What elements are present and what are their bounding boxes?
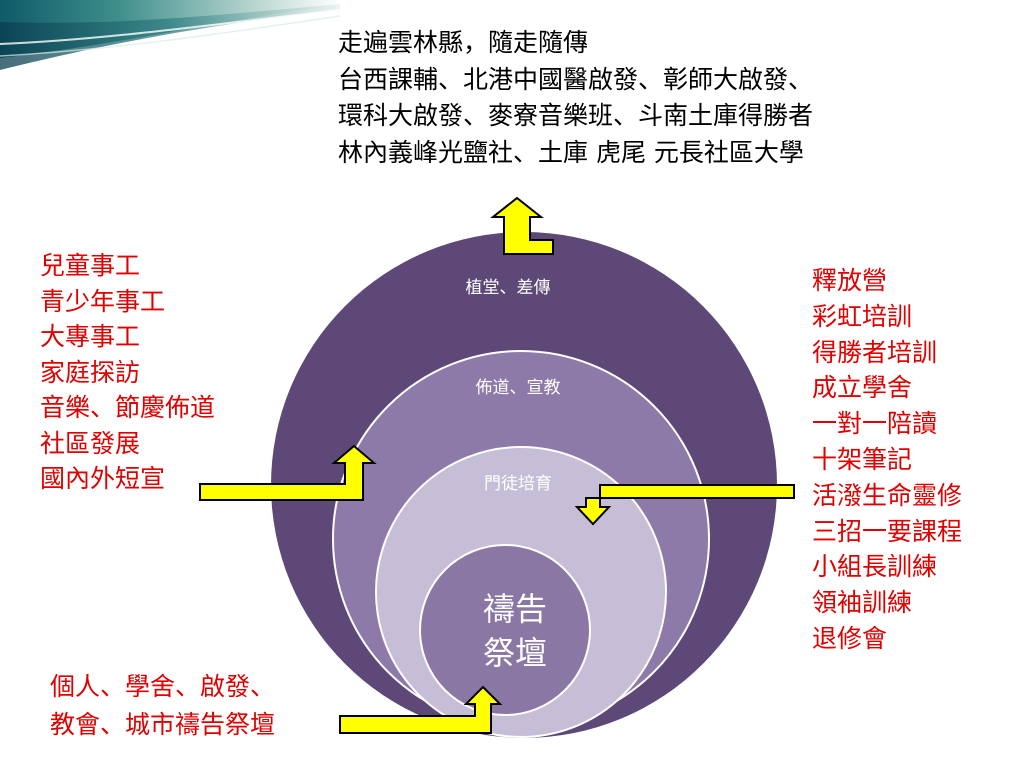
top-text-block: 走遍雲林縣，隨走隨傳 台西課輔、北港中國醫啟發、彰師大啟發、 環科大啟發、麥寮音… — [338, 30, 813, 176]
right-text-line: 一對一陪讀 — [812, 409, 938, 439]
arrow-from-bottom-text — [339, 685, 503, 734]
right-text-line: 活潑生命靈修 — [812, 480, 963, 510]
center-label-line-2: 祭壇 — [483, 634, 547, 672]
right-text-line: 十架筆記 — [812, 444, 913, 474]
center-label-line-1: 禱告 — [483, 590, 547, 628]
top-text-line: 林內義峰光鹽社、土庫 虎尾 元長社區大學 — [338, 137, 804, 167]
left-text-line: 兒童事工 — [40, 251, 141, 280]
right-text-block: 釋放營 彩虹培訓 得勝者培訓 成立學舍 一對一陪讀 十架筆記 活潑生命靈修 三招… — [812, 268, 962, 662]
bottom-text-block: 個人、學舍、啟發、 教會、城市禱告祭壇 — [50, 674, 275, 750]
arrow-from-right-text — [574, 484, 795, 526]
left-text-line: 音樂、節慶佈道 — [40, 393, 216, 422]
left-text-block: 兒童事工 青少年事工 大專事工 家庭探訪 音樂、節慶佈道 社區發展 國內外短宣 — [40, 253, 215, 502]
right-text-line: 得勝者培訓 — [812, 337, 938, 367]
bottom-text-line: 教會、城市禱告祭壇 — [50, 710, 276, 739]
top-text-line: 台西課輔、北港中國醫啟發、彰師大啟發、 — [338, 64, 814, 94]
top-text-line: 走遍雲林縣，隨走隨傳 — [338, 28, 589, 57]
right-text-line: 三招一要課程 — [812, 516, 963, 546]
header-wave-decoration — [0, 0, 341, 70]
right-text-line: 彩虹培訓 — [812, 301, 913, 331]
left-text-line: 家庭探訪 — [40, 357, 141, 387]
bottom-text-line: 個人、學舍、啟發、 — [50, 672, 276, 701]
right-text-line: 小組長訓練 — [812, 552, 938, 582]
left-text-line: 社區發展 — [40, 428, 141, 458]
ring-label-evangelism: 佈道、宣教 — [476, 378, 561, 398]
left-text-line: 大專事工 — [40, 322, 141, 351]
right-text-line: 退修會 — [812, 623, 888, 653]
top-text-line: 環科大啟發、麥寮音樂班、斗南土庫得勝者 — [338, 101, 814, 130]
left-text-line: 國內外短宣 — [40, 464, 166, 493]
right-text-line: 釋放營 — [812, 266, 888, 295]
ring-label-church-planting: 植堂、差傳 — [466, 278, 551, 298]
arrow-up-to-top-text — [490, 196, 554, 255]
center-circle — [419, 544, 591, 716]
arrow-from-left-text — [199, 444, 377, 501]
right-text-line: 成立學舍 — [812, 373, 913, 403]
right-text-line: 領袖訓練 — [812, 588, 913, 618]
ring-label-discipleship: 門徒培育 — [484, 474, 552, 494]
left-text-line: 青少年事工 — [40, 286, 166, 316]
